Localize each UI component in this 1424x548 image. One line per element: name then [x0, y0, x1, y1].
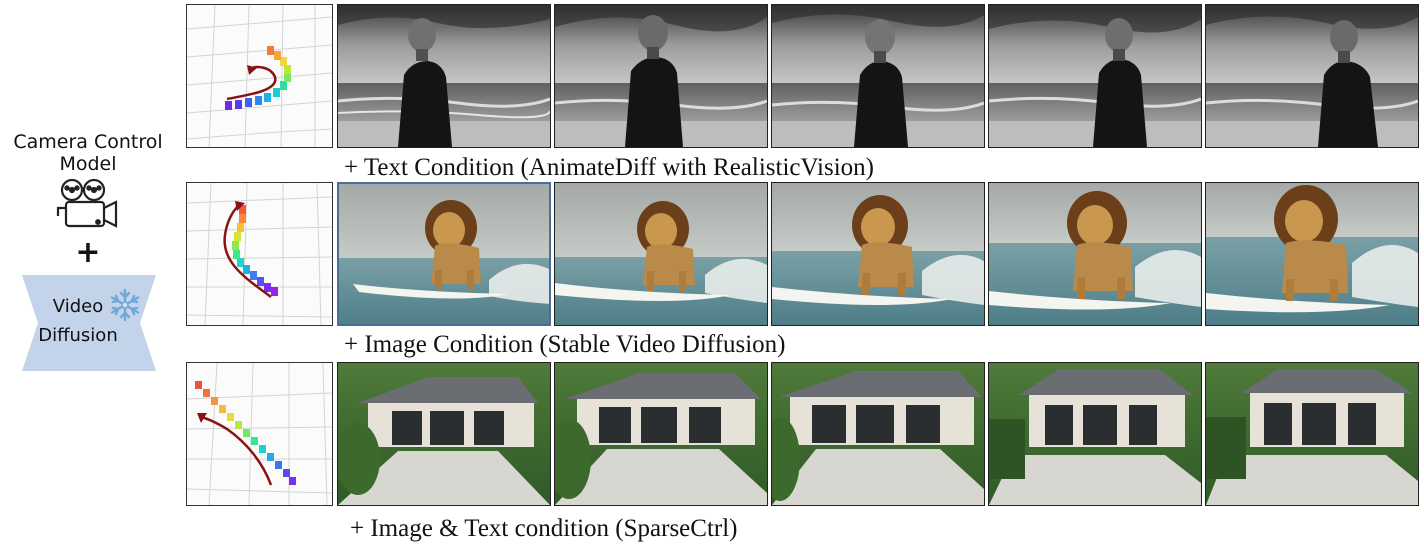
camera-pose-markers: [232, 205, 278, 296]
caption-image-condition: + Image Condition (Stable Video Diffusio…: [344, 331, 786, 358]
video-frame: [1205, 4, 1419, 148]
row-image-text-condition: [186, 362, 1422, 510]
left-panel: Camera Control Model + Video Diffusion: [0, 130, 180, 380]
film-camera-icon: [56, 178, 118, 228]
video-frame: [554, 362, 768, 506]
video-frame: [988, 4, 1202, 148]
video-frame: [1205, 182, 1419, 326]
row-image-condition: [186, 182, 1422, 330]
model-label-line1: Camera Control: [13, 131, 163, 153]
diffusion-label-line1: Video: [52, 296, 104, 317]
video-frame: [1205, 362, 1419, 506]
row-text-condition: [186, 4, 1422, 152]
caption-text-condition: + Text Condition (AnimateDiff with Reali…: [344, 154, 875, 181]
video-diffusion-block: [22, 275, 156, 371]
camera-trajectory-plot: [186, 4, 333, 148]
snowflake-icon: [110, 288, 140, 322]
video-frame: [988, 182, 1202, 326]
camera-pose-markers: [225, 46, 291, 110]
video-frame: [988, 362, 1202, 506]
camera-trajectory-plot: [186, 362, 333, 506]
video-frame: [554, 4, 768, 148]
camera-pose-markers: [195, 381, 296, 485]
video-frame: [337, 4, 551, 148]
caption-image-text-condition: + Image & Text condition (SparseCtrl): [350, 515, 738, 542]
video-frame: [554, 182, 768, 326]
plus-sign: +: [75, 235, 101, 270]
video-frame: [771, 4, 985, 148]
diffusion-label-line2: Diffusion: [38, 325, 118, 346]
camera-trajectory-plot: [186, 182, 333, 326]
model-label-line2: Model: [59, 153, 117, 175]
video-frame: [771, 182, 985, 326]
video-frame: [771, 362, 985, 506]
condition-image-frame: [337, 182, 551, 326]
video-frame: [337, 362, 551, 506]
